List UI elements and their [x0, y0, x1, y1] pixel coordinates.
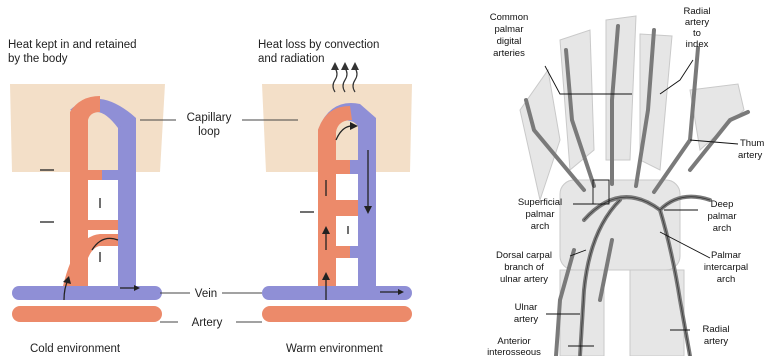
thermoregulation-diagram: Heat kept in and retained by the body He… [8, 39, 412, 355]
cold-environment-label: Cold environment [30, 343, 121, 355]
common-palmar-digital-label-line1: Common [490, 12, 529, 23]
radial-index-label-line1: Radial [684, 6, 711, 17]
cold-caption-line2: by the body [8, 53, 68, 65]
dorsal-carpal-label-line1: Dorsal carpal [496, 250, 552, 261]
artery-label: Artery [192, 317, 223, 329]
capillary-loop-label-line2: loop [198, 126, 220, 138]
dorsal-carpal-label-line3: ulnar artery [500, 274, 548, 285]
radial-artery-label-line1: Radial [703, 324, 730, 335]
cold-caption-line1: Heat kept in and retained [8, 39, 137, 51]
superficial-palmar-arch-label-line1: Superficial [518, 197, 562, 208]
thumb-artery-label-line2: artery [738, 150, 763, 161]
vein-tube-warm [262, 286, 412, 300]
ulnar-artery-label-line1: Ulnar [515, 302, 538, 313]
radial-artery-label-line2: artery [704, 336, 729, 347]
superficial-palmar-arch-label-line3: arch [531, 221, 549, 232]
artery-tube-cold [12, 306, 162, 322]
hand-bones [520, 16, 744, 356]
thumb-artery-label-line1: Thum [740, 138, 764, 149]
vein-label: Vein [195, 288, 217, 300]
dorsal-carpal-label-line2: branch of [504, 262, 544, 273]
common-palmar-digital-label-line4: arteries [493, 48, 525, 59]
radial-index-label-line2: artery [685, 17, 710, 28]
anterior-interosseous-label-line2: interosseous [487, 347, 541, 356]
deep-palmar-arch-label-line3: arch [713, 223, 731, 234]
common-palmar-digital-label-line2: palmar [494, 24, 523, 35]
warm-caption-line1: Heat loss by convection [258, 39, 379, 51]
deep-palmar-arch-label-line1: Deep [711, 199, 734, 210]
radial-index-label-line3: to [693, 28, 701, 39]
deep-palmar-arch-label-line2: palmar [707, 211, 736, 222]
artery-tube-warm [262, 306, 412, 322]
superficial-palmar-arch-label-line2: palmar [525, 209, 554, 220]
capillary-loop-label-line1: Capillary [187, 112, 232, 124]
hand-arteries-diagram: Common palmar digital arteries Radial ar… [487, 6, 764, 356]
palmar-intercarpal-label-line2: intercarpal [704, 262, 748, 273]
warm-environment-label: Warm environment [286, 343, 384, 355]
ulnar-artery-label-line2: artery [514, 314, 539, 325]
anterior-interosseous-label-line1: Anterior [497, 336, 530, 347]
common-palmar-digital-label-line3: digital [497, 36, 522, 47]
palmar-intercarpal-label-line1: Palmar [711, 250, 741, 261]
radial-index-label-line4: index [686, 39, 709, 50]
palmar-intercarpal-label-line3: arch [717, 274, 735, 285]
warm-caption-line2: and radiation [258, 53, 325, 65]
